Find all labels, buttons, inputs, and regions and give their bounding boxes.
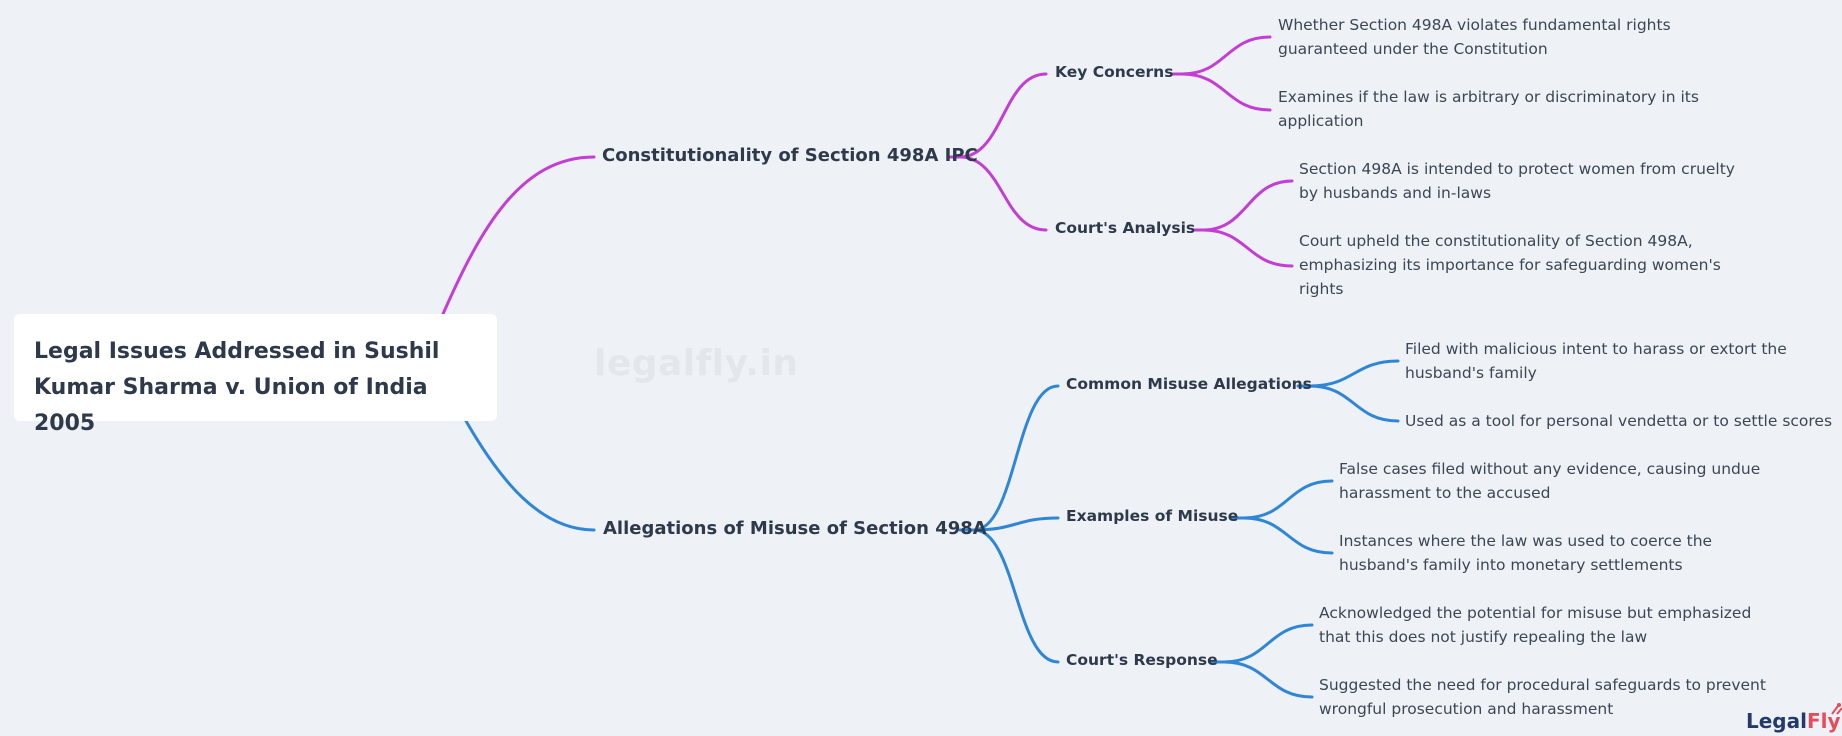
leaf-procedural-safeguards[interactable]: Suggested the need for procedural safegu… <box>1319 673 1766 721</box>
logo-mark-icon <box>1831 703 1842 715</box>
leaf-fundamental-rights[interactable]: Whether Section 498A violates fundamenta… <box>1278 13 1671 61</box>
leaf-false-cases[interactable]: False cases filed without any evidence, … <box>1339 457 1760 505</box>
edge-key-concerns-leaf-1 <box>1180 35 1272 76</box>
root-title-line-2: Kumar Sharma v. Union of India 2005 <box>34 375 428 436</box>
edge-branch-2-to-examples <box>972 516 1060 532</box>
edge-common-misuse-leaf-2 <box>1308 384 1400 423</box>
edge-courts-response-leaf-2 <box>1222 660 1314 699</box>
leaf-line: husband's family <box>1405 364 1537 382</box>
topic-common-misuse[interactable]: Common Misuse Allegations <box>1066 375 1312 393</box>
root-node[interactable]: Legal Issues Addressed in Sushil Kumar S… <box>14 314 497 436</box>
logo-text-part-1: Legal <box>1746 709 1807 733</box>
edge-courts-response-leaf-1 <box>1222 623 1314 664</box>
edge-key-concerns-leaf-2 <box>1180 72 1272 112</box>
leaf-court-upheld[interactable]: Court upheld the constitutionality of Se… <box>1299 229 1721 301</box>
leaf-line: Suggested the need for procedural safegu… <box>1319 676 1766 694</box>
edge-branch-1-to-courts-analysis <box>958 155 1048 232</box>
leaf-line: emphasizing its importance for safeguard… <box>1299 256 1721 274</box>
leaf-acknowledged-misuse[interactable]: Acknowledged the potential for misuse bu… <box>1319 601 1751 649</box>
edge-branch-2-to-common-misuse <box>972 384 1060 532</box>
leaf-line: that this does not justify repealing the… <box>1319 628 1648 646</box>
logo-text-part-2: Fly <box>1806 709 1841 733</box>
leaf-line: Whether Section 498A violates fundamenta… <box>1278 16 1671 34</box>
leaf-arbitrary-discriminatory[interactable]: Examines if the law is arbitrary or disc… <box>1278 85 1699 133</box>
edge-examples-leaf-1 <box>1242 479 1334 520</box>
leaf-line: Acknowledged the potential for misuse bu… <box>1319 604 1752 622</box>
edge-common-misuse-leaf-1 <box>1308 359 1400 388</box>
leaf-line: rights <box>1299 280 1344 298</box>
leaf-line: by husbands and in-laws <box>1299 184 1492 202</box>
leaf-protect-women[interactable]: Section 498A is intended to protect wome… <box>1299 157 1735 205</box>
edge-examples-leaf-2 <box>1242 516 1334 555</box>
legalfly-logo: LegalFly <box>1746 703 1842 733</box>
topic-key-concerns[interactable]: Key Concerns <box>1055 63 1174 81</box>
leaf-line: application <box>1278 112 1364 130</box>
root-title-line-1: Legal Issues Addressed in Sushil <box>34 339 440 364</box>
leaf-line: Instances where the law was used to coer… <box>1339 532 1713 550</box>
edge-courts-analysis-leaf-1 <box>1201 179 1294 232</box>
topic-courts-response[interactable]: Court's Response <box>1066 651 1218 669</box>
leaf-line: Examines if the law is arbitrary or disc… <box>1278 88 1699 106</box>
edge-branch-1-to-key-concerns <box>958 72 1048 159</box>
edge-root-to-branch-1 <box>441 155 596 316</box>
edge-root-to-branch-2 <box>464 419 596 532</box>
watermark: legalfly.in <box>594 343 799 384</box>
leaf-line: Section 498A is intended to protect wome… <box>1299 160 1735 178</box>
leaf-line: Used as a tool for personal vendetta or … <box>1405 412 1833 430</box>
branch-constitutionality[interactable]: Constitutionality of Section 498A IPC <box>602 145 978 166</box>
leaf-line: wrongful prosecution and harassment <box>1319 700 1614 718</box>
branch-misuse-allegations[interactable]: Allegations of Misuse of Section 498A <box>603 518 987 539</box>
leaf-coerce-settlements[interactable]: Instances where the law was used to coer… <box>1339 529 1712 577</box>
leaf-line: Filed with malicious intent to harass or… <box>1405 340 1787 358</box>
leaf-line: Court upheld the constitutionality of Se… <box>1299 232 1693 250</box>
leaf-line: False cases filed without any evidence, … <box>1339 460 1761 478</box>
leaf-malicious-intent[interactable]: Filed with malicious intent to harass or… <box>1405 337 1787 385</box>
leaf-personal-vendetta[interactable]: Used as a tool for personal vendetta or … <box>1405 409 1832 433</box>
leaf-line: harassment to the accused <box>1339 484 1551 502</box>
topic-examples-misuse[interactable]: Examples of Misuse <box>1066 507 1239 525</box>
topic-courts-analysis[interactable]: Court's Analysis <box>1055 219 1196 237</box>
edge-courts-analysis-leaf-2 <box>1201 228 1294 268</box>
leaf-line: guaranteed under the Constitution <box>1278 40 1548 58</box>
edge-branch-2-to-courts-response <box>972 528 1060 664</box>
leaf-line: husband's family into monetary settlemen… <box>1339 556 1683 574</box>
